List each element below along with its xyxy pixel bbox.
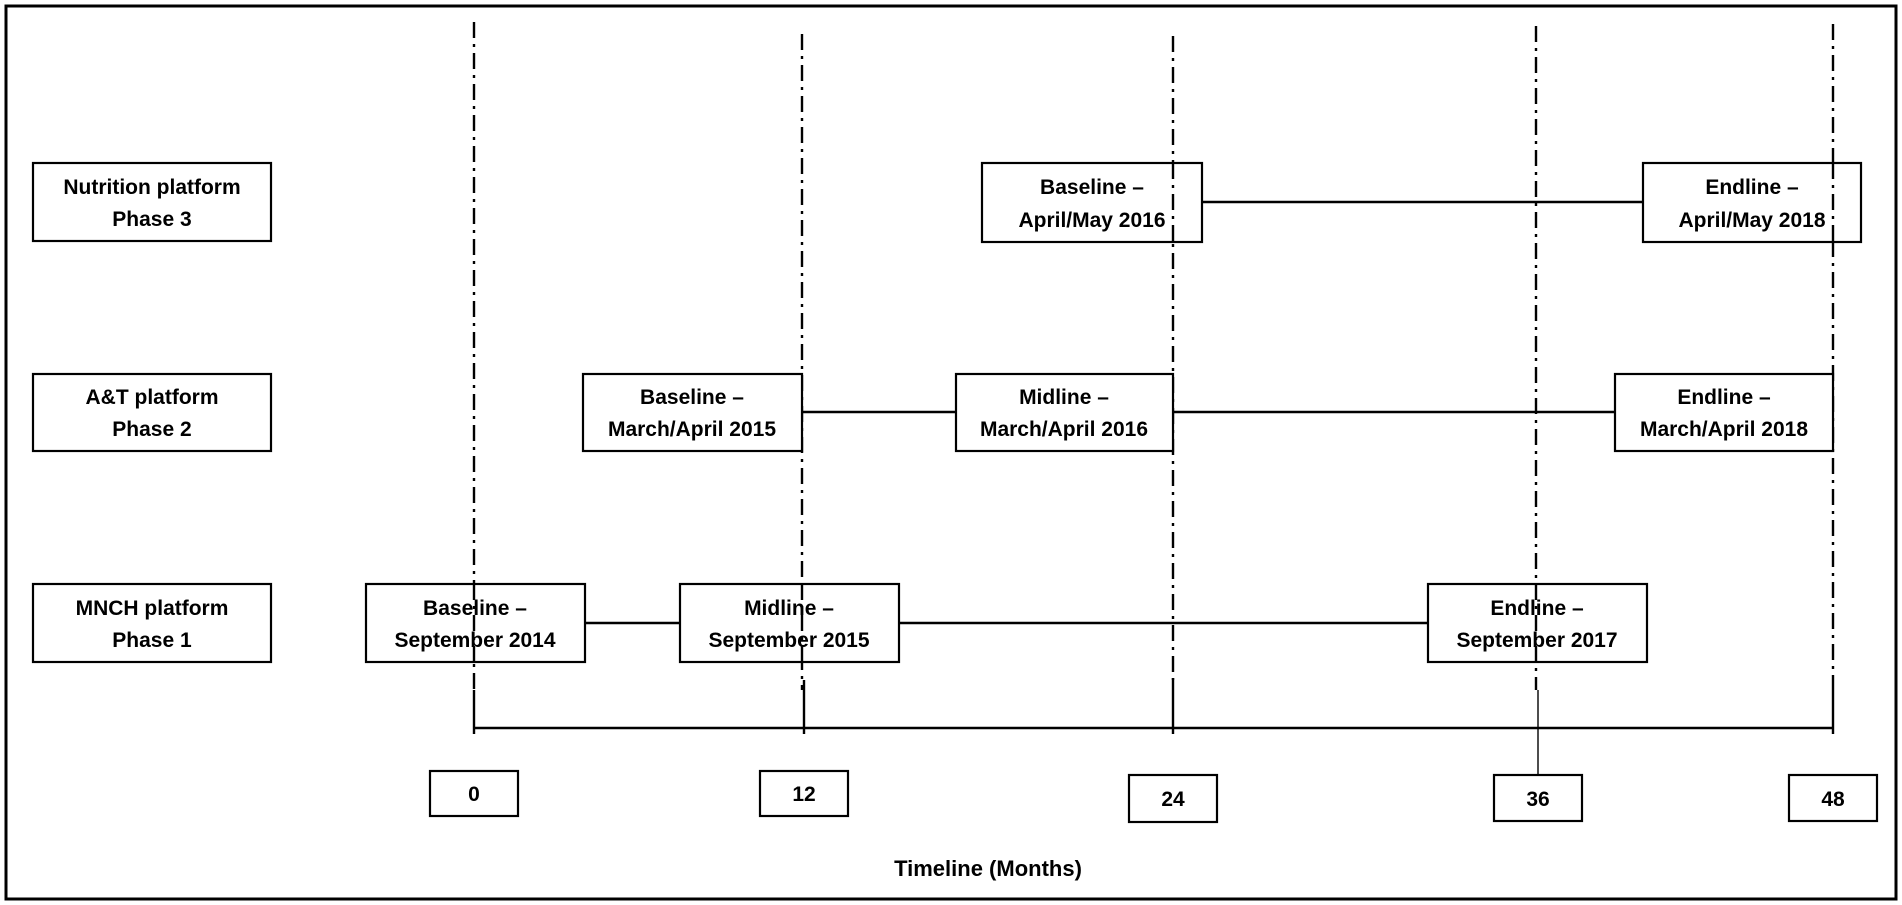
survey-nutrition-baseline-line1: Baseline – xyxy=(1040,176,1144,199)
survey-mnch-midline-line1: Midline – xyxy=(744,597,834,620)
connectors xyxy=(585,200,1643,625)
tick-label-24: 24 xyxy=(1161,788,1185,811)
survey-mnch-baseline-line2: September 2014 xyxy=(394,629,555,652)
tick-box-36: 36 xyxy=(1492,773,1584,823)
platform-mnch: MNCH platform Phase 1 xyxy=(31,582,273,664)
tick-box-24: 24 xyxy=(1127,773,1219,824)
axis-ticks xyxy=(472,678,1835,777)
survey-nutrition-baseline-line2: April/May 2016 xyxy=(1018,209,1165,232)
outer-frame xyxy=(4,4,1898,901)
survey-at-midline: Midline – March/April 2016 xyxy=(954,372,1175,453)
survey-at-endline: Endline – March/April 2018 xyxy=(1613,372,1835,453)
survey-at-endline-line1: Endline – xyxy=(1677,386,1771,409)
tick-box-48: 48 xyxy=(1787,773,1879,823)
tick-label-36: 36 xyxy=(1526,788,1549,811)
survey-at-baseline-line2: March/April 2015 xyxy=(608,418,776,441)
survey-nutrition-baseline: Baseline – April/May 2016 xyxy=(980,161,1204,244)
survey-nutrition-endline: Endline – April/May 2018 xyxy=(1641,161,1863,244)
survey-nutrition-endline-line1: Endline – xyxy=(1705,176,1799,199)
survey-at-midline-line1: Midline – xyxy=(1019,386,1109,409)
survey-mnch-endline-line2: September 2017 xyxy=(1456,629,1617,652)
platform-at-line1: A&T platform xyxy=(86,386,219,409)
survey-at-midline-line2: March/April 2016 xyxy=(980,418,1148,441)
platform-at: A&T platform Phase 2 xyxy=(31,372,273,453)
platform-nutrition-line2: Phase 3 xyxy=(112,208,191,231)
platform-mnch-line2: Phase 1 xyxy=(112,629,192,652)
survey-mnch-endline: Endline – September 2017 xyxy=(1426,582,1649,664)
survey-mnch-midline-line2: September 2015 xyxy=(708,629,869,652)
survey-nutrition-endline-line2: April/May 2018 xyxy=(1678,209,1825,232)
platform-nutrition-line1: Nutrition platform xyxy=(63,176,240,199)
axis-label: Timeline (Months) xyxy=(894,856,1082,881)
platform-nutrition: Nutrition platform Phase 3 xyxy=(31,161,273,243)
tick-label-0: 0 xyxy=(468,783,480,806)
platform-mnch-line1: MNCH platform xyxy=(76,597,229,620)
tick-label-48: 48 xyxy=(1821,788,1845,811)
survey-at-endline-line2: March/April 2018 xyxy=(1640,418,1808,441)
platform-at-line2: Phase 2 xyxy=(112,418,191,441)
survey-at-baseline-line1: Baseline – xyxy=(640,386,744,409)
survey-at-baseline: Baseline – March/April 2015 xyxy=(581,372,804,453)
month-guide-lines xyxy=(472,22,1835,690)
guide-overlays xyxy=(472,163,1835,662)
survey-mnch-midline: Midline – September 2015 xyxy=(678,582,901,664)
survey-mnch-baseline: Baseline – September 2014 xyxy=(364,582,587,664)
tick-box-0: 0 xyxy=(428,769,520,818)
tick-box-12: 12 xyxy=(758,769,850,818)
tick-label-12: 12 xyxy=(792,783,815,806)
